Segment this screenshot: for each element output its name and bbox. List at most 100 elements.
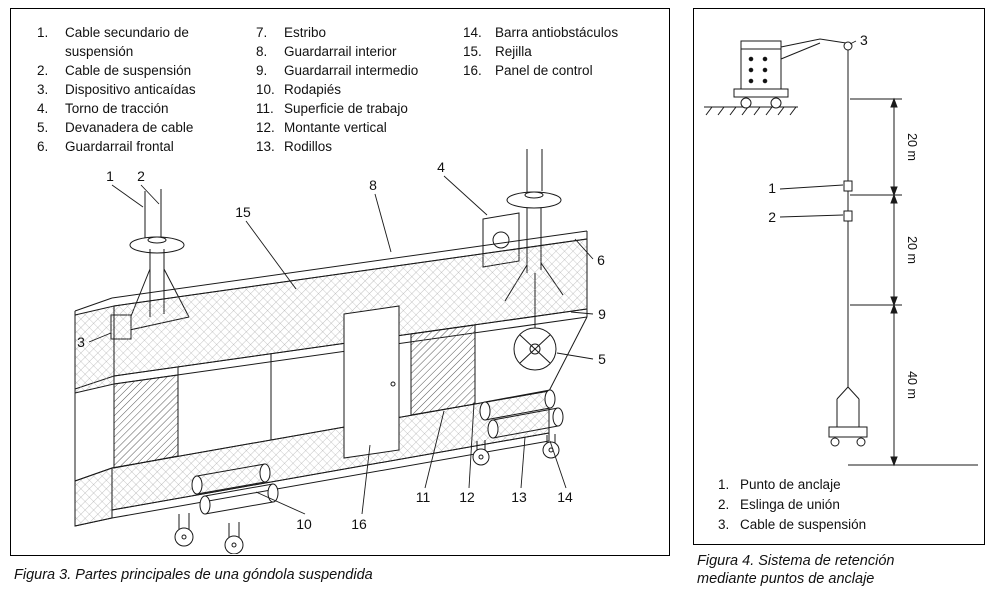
dim-label-20m-top: 20 m [905,133,919,161]
fig3-callouts: 1 2 15 8 4 6 9 5 3 10 16 11 12 13 14 [77,159,606,532]
legend-label: Estribo [284,25,327,40]
legend-num: 2. [37,63,49,78]
legend-num: 1. [718,477,730,492]
fig3-legend-column-3: 14. Barra antiobstáculos 15. Rejilla 16. Pa… [463,23,665,80]
legend-num: 16. [463,63,482,78]
legend-item-3: 3. Dispositivo anticaídas [37,80,235,99]
legend-num: 3. [718,517,730,532]
legend-label: Dispositivo anticaídas [65,82,196,97]
legend-num: 3. [37,82,49,97]
dimension-chain [848,97,978,467]
legend-item-12: 12.Montante vertical [256,118,462,137]
fig4-legend-item-1: 1. Punto de anclaje [718,475,866,495]
legend-item-11: 11. Superficie de trabajo [256,99,462,118]
legend-label: Eslinga de unión [740,497,840,512]
callout-3: 3 [77,334,85,350]
legend-num: 14. [463,25,482,40]
callout-8: 8 [369,177,377,193]
legend-item-7: 7. Estribo [256,23,462,42]
fig4-legend-item-3: 3. Cable de suspensión [718,515,866,535]
legend-num: 4. [37,101,49,116]
legend-item-10: 10. Rodapiés [256,80,462,99]
legend-num: 10. [256,82,275,97]
legend-num: 5. [37,120,49,135]
fig3-legend-column-2: 7. Estribo 8. Guardarrail interior 9. Guard… [256,23,462,156]
legend-item-16: 16. Panel de control [463,61,665,80]
legend-label: Guardarrail frontal [65,139,174,154]
legend-label: Rejilla [495,44,532,59]
fig4-legend-item-2: 2. Eslinga de unión [718,495,866,515]
legend-num: 15. [463,44,482,59]
anchorage-diagram: 1 2 3 20 m 20 m 40 m [704,32,978,467]
legend-label: Rodillos [284,139,333,154]
fig3-legend-column-1: 1. Cable secundario de suspensión 2. Cable… [37,23,235,156]
legend-num: 11. [256,101,274,116]
sling-mark [843,210,853,222]
legend-label: Barra antiobstáculos [495,25,619,40]
legend-item-14: 14. Barra antiobstáculos [463,23,665,42]
legend-label: Torno de tracción [65,101,169,116]
callout-16: 16 [351,516,367,532]
callout-11: 11 [416,489,431,505]
callout-15: 15 [235,204,251,220]
callout-5: 5 [598,351,606,367]
legend-num: 8. [256,44,268,59]
callout-10: 10 [296,516,312,532]
legend-label: Cable de suspensión [740,517,867,532]
legend-num: 9. [256,63,268,78]
legend-label: Panel de control [495,63,593,78]
legend-label: Rodapiés [284,82,342,97]
callout-suspension-cable: 3 [860,32,868,48]
legend-item-13: 13. Rodillos [256,137,462,156]
retention-cable [828,50,868,447]
control-panel-door [343,305,400,459]
figure4-caption: Figura 4. Sistema de retención mediante … [697,552,894,588]
roof-edge [704,106,798,116]
legend-label: Cable de suspensión [65,63,192,78]
legend-item-15: 15. Rejilla [463,42,665,61]
legend-num: 1. [37,25,49,40]
legend-label: Guardarrail interior [284,44,397,59]
roof-machine [733,38,853,109]
legend-item-1: 1. Cable secundario de suspensión [37,23,235,61]
legend-num: 6. [37,139,49,154]
callout-12: 12 [459,489,475,505]
callout-4: 4 [437,159,445,175]
legend-item-8: 8. Guardarrail interior [256,42,462,61]
legend-item-2: 2. Cable de suspensión [37,61,235,80]
gondola-diagram: 1 2 15 8 4 6 9 5 3 10 16 11 12 13 14 [74,149,606,554]
fig4-legend: 1. Punto de anclaje 2. Eslinga de unión 3.… [718,475,866,535]
legend-item-9: 9. Guardarrail intermedio [256,61,462,80]
leader-lines [88,175,594,515]
legend-label: Devanadera de cable [65,120,194,135]
figure3-caption: Figura 3. Partes principales de una gónd… [14,567,373,583]
dim-label-40m: 40 m [905,371,919,399]
callout-14: 14 [557,489,573,505]
legend-num: 2. [718,497,730,512]
legend-num: 13. [256,139,275,154]
legend-label: Guardarrail intermedio [284,63,419,78]
callout-6: 6 [597,252,605,268]
figure4-panel: 1 2 3 20 m 20 m 40 m 1. Punto de anclaje … [693,8,985,545]
callout-13: 13 [511,489,527,505]
callout-9: 9 [598,306,606,322]
callout-sling: 2 [768,209,776,225]
legend-num: 7. [256,25,268,40]
small-cradle [828,426,868,438]
platform-body [74,230,588,527]
legend-label: Cable secundario de suspensión [65,25,189,59]
legend-item-5: 5. Devanadera de cable [37,118,235,137]
callout-2: 2 [137,168,145,184]
anchor-point-mark [843,180,853,192]
figure3-panel: 1. Cable secundario de suspensión 2. Cable… [10,8,670,556]
legend-label: Superficie de trabajo [284,101,408,116]
legend-item-6: 6. Guardarrail frontal [37,137,235,156]
fig4-callouts: 1 2 3 20 m 20 m 40 m [768,32,919,399]
dim-label-20m-mid: 20 m [905,236,919,264]
figure4-caption-line2: mediante puntos de anclaje [697,571,875,587]
legend-label: Montante vertical [284,120,387,135]
legend-label: Punto de anclaje [740,477,841,492]
callout-anchor-point: 1 [768,180,776,196]
figure4-caption-line1: Figura 4. Sistema de retención [697,553,895,569]
callout-1: 1 [106,168,114,184]
